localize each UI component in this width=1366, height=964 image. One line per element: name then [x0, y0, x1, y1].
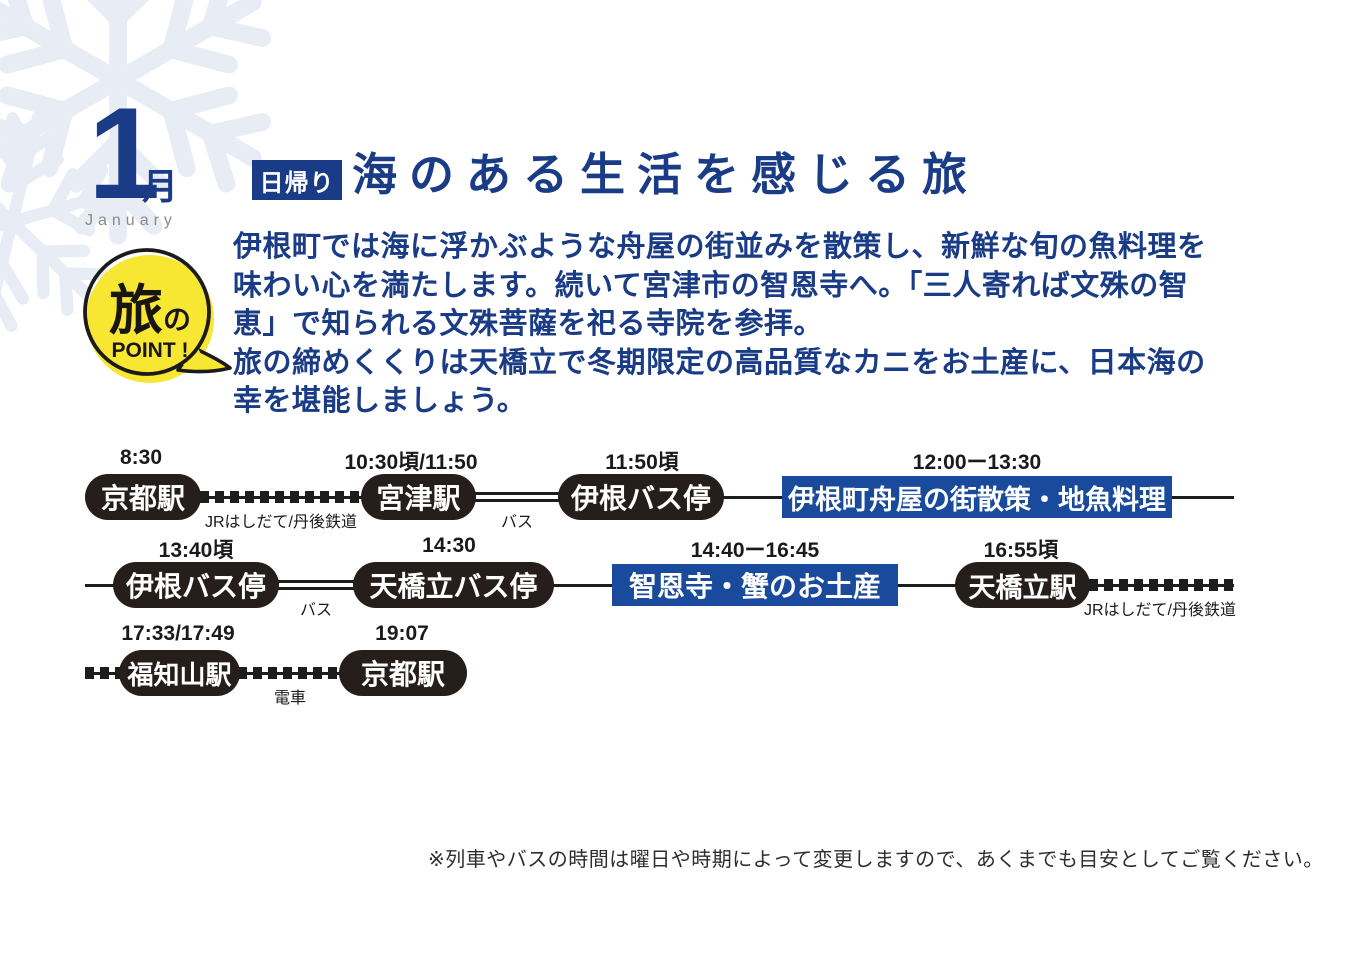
time-label: 11:50頃	[605, 451, 679, 474]
busstop-pill-ine: 伊根バス停	[558, 474, 724, 520]
time-label: 16:55頃	[983, 539, 1059, 562]
time-label: 19:07	[375, 622, 429, 645]
point-kanji: 旅	[108, 281, 163, 341]
daytrip-badge: 日帰り	[252, 160, 342, 200]
point-bubble-text: 旅の POINT !	[94, 284, 206, 361]
bus-segment	[475, 492, 559, 502]
point-label: POINT !	[111, 339, 189, 362]
bus-segment	[278, 580, 354, 590]
busstop-pill-amanohashidate: 天橋立バス停	[353, 562, 554, 608]
time-label: 13:40頃	[158, 539, 234, 562]
month-number: 1	[88, 80, 161, 226]
rail-segment	[85, 667, 123, 679]
walk-segment	[898, 584, 956, 587]
page-title: 海のある生活を感じる旅	[352, 149, 980, 200]
station-pill-kyoto: 京都駅	[339, 650, 467, 696]
bus-line-label: バス	[299, 602, 333, 619]
point-particle: の	[162, 304, 191, 335]
rail-segment	[238, 667, 341, 679]
walk-segment	[723, 496, 783, 499]
train-line-label: 電車	[273, 690, 307, 707]
activity-box-chionji: 智恩寺・蟹のお土産	[612, 564, 898, 606]
point-bubble-outline	[83, 248, 211, 376]
time-label: 17:33/17:49	[121, 622, 235, 645]
bus-line-label: バス	[500, 514, 534, 531]
busstop-pill-ine: 伊根バス停	[113, 562, 279, 608]
time-label: 10:30頃/11:50	[344, 451, 478, 474]
time-label: 8:30	[119, 446, 163, 469]
time-label: 14:30	[422, 534, 476, 557]
station-pill-fukuchiyama: 福知山駅	[119, 650, 240, 696]
month-name: January	[85, 212, 177, 229]
station-pill-miyazu: 宮津駅	[361, 474, 476, 520]
walk-segment	[1172, 496, 1234, 499]
month-block: 1 月 January	[85, 70, 265, 240]
footer-note: ※列車やバスの時間は曜日や時期によって変更しますので、あくまでも目安としてご覧く…	[428, 849, 1324, 871]
activity-box-ine-walk: 伊根町舟屋の街散策・地魚料理	[782, 476, 1172, 518]
rail-segment	[200, 491, 362, 503]
station-pill-amanohashidate: 天橋立駅	[955, 562, 1090, 608]
walk-segment	[85, 584, 115, 587]
time-label: 14:40ー16:45	[690, 539, 820, 562]
rail-line-label: JRはしだて/丹後鉄道	[1083, 602, 1237, 619]
trip-description: 伊根町では海に浮かぶような舟屋の街並みを散策し、新鮮な旬の魚料理を 味わい心を満…	[233, 231, 1207, 418]
month-unit: 月	[142, 166, 179, 207]
rail-segment	[1089, 579, 1234, 591]
point-bubble	[83, 248, 232, 383]
walk-segment	[553, 584, 613, 587]
time-label: 12:00ー13:30	[912, 451, 1042, 474]
rail-line-label: JRはしだて/丹後鉄道	[204, 514, 358, 531]
station-pill-kyoto: 京都駅	[85, 474, 201, 520]
